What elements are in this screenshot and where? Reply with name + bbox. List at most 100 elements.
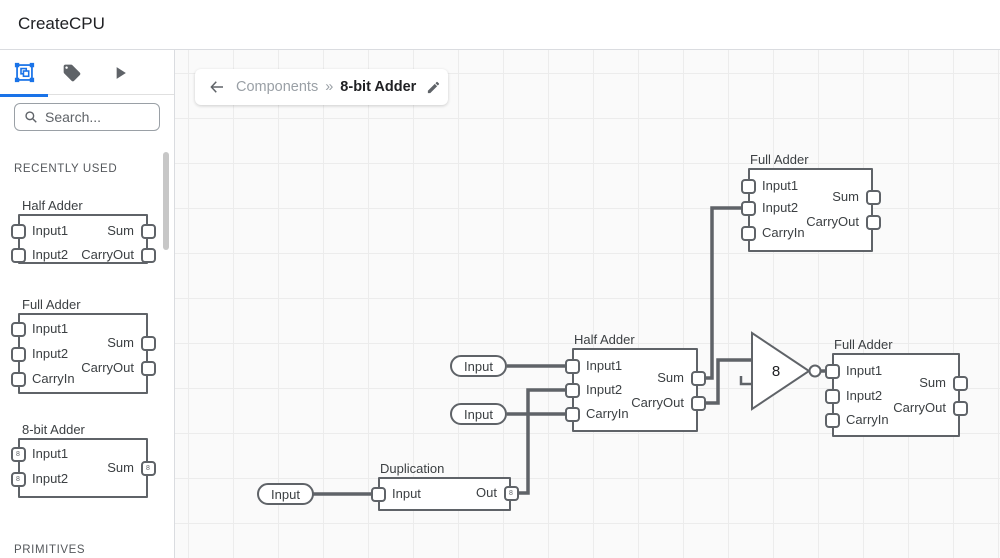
port-width-badge: 8 (146, 464, 150, 472)
port-label: Input1 (846, 363, 883, 378)
component-sidebar: RECENTLY USED Half AdderInput1Input2SumC… (0, 50, 175, 558)
port-label: Input (392, 486, 421, 501)
port-carryin[interactable] (740, 225, 756, 241)
port-sum[interactable] (690, 370, 706, 386)
port-carryout[interactable] (690, 395, 706, 411)
port-input1[interactable] (824, 363, 840, 379)
search-icon (24, 110, 38, 124)
buffer-output-bubble[interactable] (808, 364, 822, 378)
edit-name-button[interactable] (426, 80, 441, 95)
port-label: CarryIn (586, 406, 629, 421)
port-input2[interactable]: 8 (10, 471, 26, 487)
play-icon (116, 66, 126, 79)
port-label: CarryOut (81, 360, 134, 375)
port-sum[interactable] (952, 375, 968, 391)
port-width-badge: 8 (16, 475, 20, 483)
search-box (14, 103, 160, 131)
port-label: CarryOut (893, 400, 946, 415)
port-label: Sum (919, 375, 946, 390)
port-carryout[interactable] (952, 400, 968, 416)
port-input1[interactable] (10, 321, 26, 337)
port-input2[interactable] (10, 346, 26, 362)
buffer-width-label: 8 (772, 363, 780, 380)
search-input[interactable] (45, 109, 145, 125)
port-carryout[interactable] (140, 360, 156, 376)
breadcrumb-parent[interactable]: Components (236, 79, 319, 95)
port-label: Input2 (32, 247, 69, 262)
wire[interactable] (704, 358, 752, 405)
port-input2[interactable] (564, 382, 580, 398)
port-label: Input1 (32, 446, 69, 461)
breadcrumb-separator: » (325, 79, 334, 95)
port-label: Sum (107, 460, 134, 475)
arrow-left-icon (210, 81, 223, 93)
input-node[interactable]: Input (450, 355, 507, 377)
node-title-duplication: Duplication (380, 461, 445, 476)
port-out[interactable]: 8 (503, 485, 519, 501)
pencil-icon (428, 81, 440, 93)
port-input1[interactable] (10, 223, 26, 239)
port-label: CarryOut (806, 214, 859, 229)
port-sum[interactable] (865, 189, 881, 205)
port-label: CarryIn (846, 412, 889, 427)
tab-simulate[interactable] (96, 50, 144, 95)
breadcrumb-current: 8-bit Adder (340, 79, 417, 95)
tab-tags[interactable] (48, 50, 96, 95)
port-input[interactable] (370, 486, 386, 502)
buffer-node[interactable] (751, 331, 811, 411)
input-node[interactable]: Input (450, 403, 507, 425)
port-label: Input1 (586, 358, 623, 373)
port-input2[interactable] (740, 200, 756, 216)
sidebar-tabs (0, 50, 174, 97)
port-label: CarryOut (81, 247, 134, 262)
app-header: CreateCPU (0, 0, 1000, 50)
port-sum[interactable] (140, 335, 156, 351)
port-carryin[interactable] (10, 371, 26, 387)
primitives-label: PRIMITIVES (14, 544, 86, 556)
port-label: Input2 (846, 388, 883, 403)
port-label: CarryOut (631, 395, 684, 410)
port-carryin[interactable] (564, 406, 580, 422)
port-carryin[interactable] (824, 412, 840, 428)
wire[interactable] (739, 376, 752, 386)
node-title-full-adder: Full Adder (834, 337, 893, 352)
tag-icon (63, 64, 81, 81)
node-title-half-adder: Half Adder (22, 198, 83, 213)
node-title-8-bit-adder: 8-bit Adder (22, 422, 85, 437)
breadcrumb: Components » 8-bit Adder (195, 69, 448, 105)
port-carryout[interactable] (865, 214, 881, 230)
port-sum[interactable]: 8 (140, 460, 156, 476)
tab-components[interactable] (0, 50, 48, 97)
wire[interactable] (511, 388, 566, 495)
port-width-badge: 8 (16, 450, 20, 458)
port-label: Sum (107, 335, 134, 350)
port-input1[interactable] (564, 358, 580, 374)
wire[interactable] (704, 206, 742, 380)
back-button[interactable] (208, 78, 226, 96)
port-input2[interactable] (824, 388, 840, 404)
port-label: Input1 (762, 178, 799, 193)
port-label: Sum (657, 370, 684, 385)
sidebar-scrollbar[interactable] (163, 152, 169, 250)
port-label: CarryIn (32, 371, 75, 386)
port-input2[interactable] (10, 247, 26, 263)
app-title: CreateCPU (18, 14, 105, 33)
input-node[interactable]: Input (257, 483, 314, 505)
node-title-full-adder: Full Adder (750, 152, 809, 167)
port-label: Input1 (32, 223, 69, 238)
port-carryout[interactable] (140, 247, 156, 263)
port-sum[interactable] (140, 223, 156, 239)
port-input1[interactable]: 8 (10, 446, 26, 462)
port-input1[interactable] (740, 178, 756, 194)
